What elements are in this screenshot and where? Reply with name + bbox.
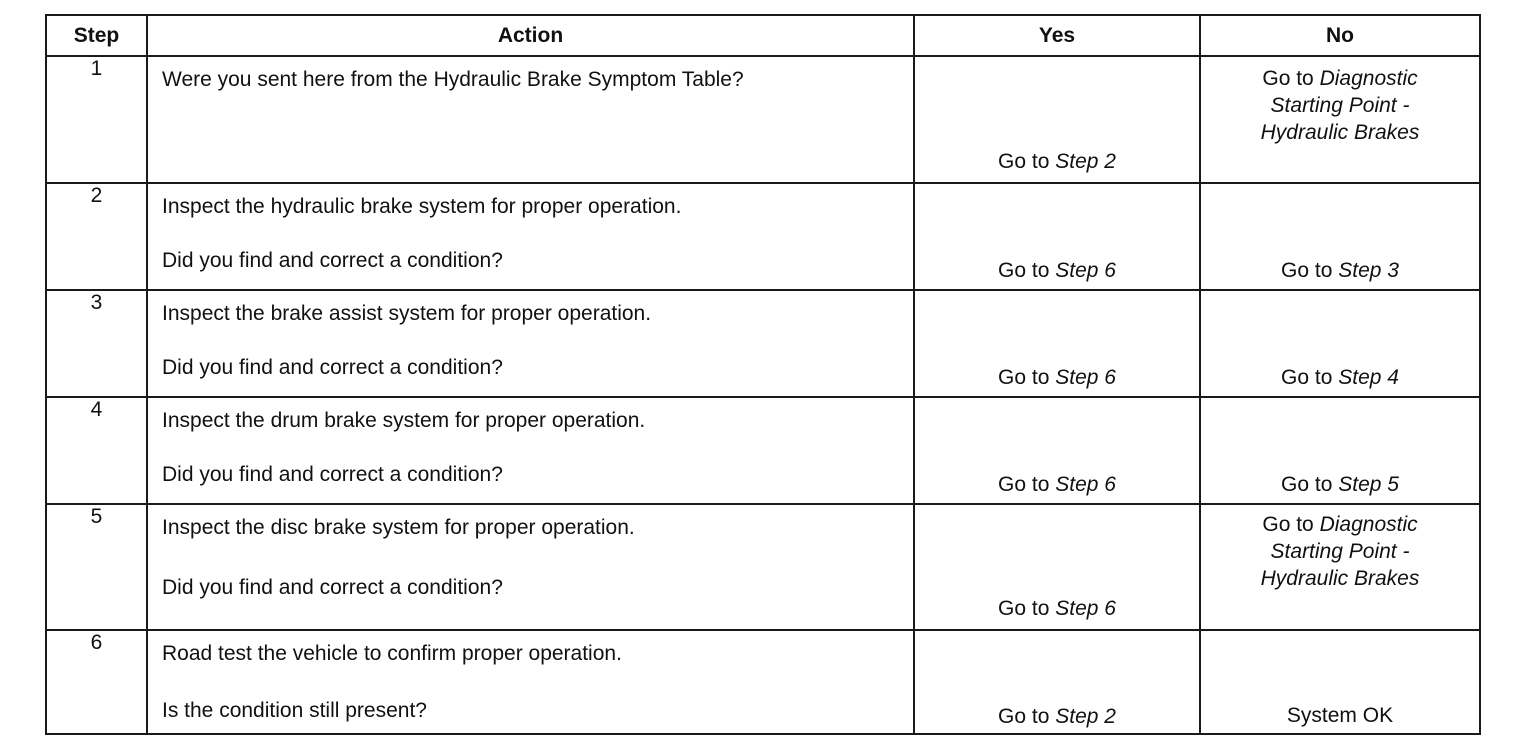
yes-step-link[interactable]: Step 6: [1055, 366, 1116, 389]
yes-prefix: Go to: [998, 366, 1050, 389]
action-question: Did you find and correct a condition?: [162, 356, 503, 379]
no-step-link[interactable]: Step 4: [1338, 366, 1399, 389]
yes-step-link[interactable]: Step 6: [1055, 473, 1116, 496]
action-question: Did you find and correct a condition?: [162, 249, 503, 272]
table-row: 1 Were you sent here from the Hydraulic …: [45, 55, 1481, 184]
yes-step-link[interactable]: Step 6: [1055, 597, 1116, 620]
yes-cell: Go to Step 6: [913, 289, 1201, 398]
action-cell: Were you sent here from the Hydraulic Br…: [146, 55, 915, 184]
action-question: Did you find and correct a condition?: [162, 576, 503, 599]
yes-prefix: Go to: [998, 150, 1050, 173]
header-step: Step: [45, 14, 148, 57]
step-number: 2: [45, 182, 148, 291]
step-number: 6: [45, 629, 148, 735]
action-cell: Inspect the hydraulic brake system for p…: [146, 182, 915, 291]
table-row: 6 Road test the vehicle to confirm prope…: [45, 629, 1481, 735]
no-target-link-line2[interactable]: Starting Point -: [1270, 540, 1410, 563]
yes-prefix: Go to: [998, 259, 1050, 282]
yes-cell: Go to Step 2: [913, 55, 1201, 184]
no-target-link[interactable]: Diagnostic: [1319, 67, 1418, 90]
action-question: Did you find and correct a condition?: [162, 463, 503, 486]
no-step-link[interactable]: Step 5: [1338, 473, 1399, 496]
yes-cell: Go to Step 6: [913, 396, 1201, 505]
no-target-link-line2[interactable]: Starting Point -: [1270, 94, 1410, 117]
diagnostic-table: Step Action Yes No 1 Were you sent here …: [45, 14, 1481, 735]
yes-cell: Go to Step 6: [913, 182, 1201, 291]
yes-step-link[interactable]: Step 2: [1055, 705, 1116, 728]
no-prefix: Go to: [1262, 67, 1314, 90]
no-prefix: Go to: [1262, 513, 1314, 536]
no-prefix: Go to: [1281, 473, 1333, 496]
yes-prefix: Go to: [998, 705, 1050, 728]
no-result-text: System OK: [1286, 704, 1394, 727]
action-cell: Inspect the disc brake system for proper…: [146, 503, 915, 631]
yes-cell: Go to Step 6: [913, 503, 1201, 631]
action-cell: Road test the vehicle to confirm proper …: [146, 629, 915, 735]
step-number: 5: [45, 503, 148, 631]
header-no: No: [1199, 14, 1481, 57]
no-target-link[interactable]: Diagnostic: [1319, 513, 1418, 536]
no-cell: System OK: [1199, 629, 1481, 735]
table-row: 3 Inspect the brake assist system for pr…: [45, 289, 1481, 398]
action-cell: Inspect the brake assist system for prop…: [146, 289, 915, 398]
action-instruction: Road test the vehicle to confirm proper …: [162, 642, 622, 665]
header-yes: Yes: [913, 14, 1201, 57]
table-row: 4 Inspect the drum brake system for prop…: [45, 396, 1481, 505]
no-cell: Go to Diagnostic Starting Point - Hydrau…: [1199, 503, 1481, 631]
header-action: Action: [146, 14, 915, 57]
no-cell: Go to Step 4: [1199, 289, 1481, 398]
yes-step-link[interactable]: Step 2: [1055, 150, 1116, 173]
yes-prefix: Go to: [998, 473, 1050, 496]
table-row: 2 Inspect the hydraulic brake system for…: [45, 182, 1481, 291]
no-target-link-line3[interactable]: Hydraulic Brakes: [1260, 567, 1420, 590]
step-number: 3: [45, 289, 148, 398]
yes-prefix: Go to: [998, 597, 1050, 620]
no-target-link-line3[interactable]: Hydraulic Brakes: [1260, 121, 1420, 144]
step-number: 4: [45, 396, 148, 505]
table-row: 5 Inspect the disc brake system for prop…: [45, 503, 1481, 631]
action-cell: Inspect the drum brake system for proper…: [146, 396, 915, 505]
action-instruction: Inspect the hydraulic brake system for p…: [162, 195, 682, 218]
yes-step-link[interactable]: Step 6: [1055, 259, 1116, 282]
no-step-link[interactable]: Step 3: [1338, 259, 1399, 282]
no-prefix: Go to: [1281, 259, 1333, 282]
action-instruction: Inspect the disc brake system for proper…: [162, 516, 635, 539]
step-number: 1: [45, 55, 148, 184]
no-prefix: Go to: [1281, 366, 1333, 389]
yes-cell: Go to Step 2: [913, 629, 1201, 735]
action-instruction: Inspect the brake assist system for prop…: [162, 302, 652, 325]
table-header-row: Step Action Yes No: [45, 14, 1481, 57]
no-cell: Go to Step 3: [1199, 182, 1481, 291]
no-cell: Go to Diagnostic Starting Point - Hydrau…: [1199, 55, 1481, 184]
action-text: Were you sent here from the Hydraulic Br…: [162, 68, 744, 91]
no-cell: Go to Step 5: [1199, 396, 1481, 505]
action-instruction: Inspect the drum brake system for proper…: [162, 409, 646, 432]
action-question: Is the condition still present?: [162, 699, 427, 722]
